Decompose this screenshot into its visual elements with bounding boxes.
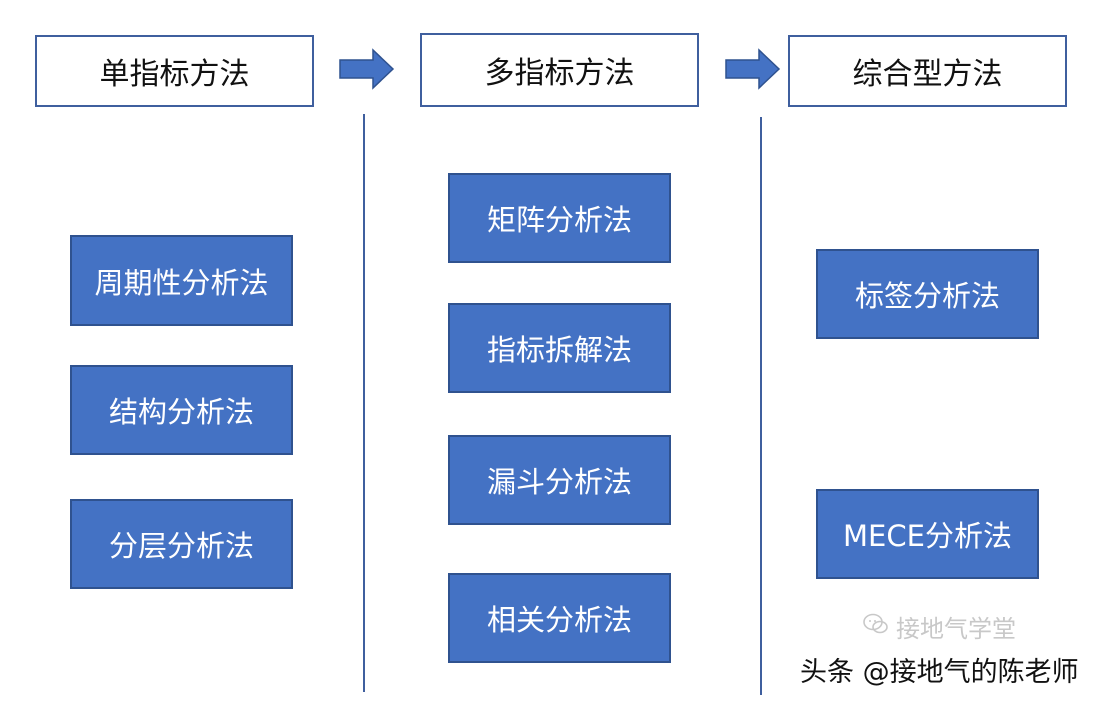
method-box-mece: MECE分析法: [816, 489, 1039, 579]
method-box-funnel: 漏斗分析法: [448, 435, 671, 525]
right-arrow-icon: [339, 48, 395, 90]
method-box-index-decomposition: 指标拆解法: [448, 303, 671, 393]
method-box-layered: 分层分析法: [70, 499, 293, 589]
method-box-periodic: 周期性分析法: [70, 235, 293, 326]
wechat-icon: [863, 613, 888, 634]
watermark-secondary: 接地气学堂: [896, 615, 1016, 643]
method-box-correlation: 相关分析法: [448, 573, 671, 663]
column-divider: [760, 117, 762, 695]
method-label: 相关分析法: [486, 603, 632, 637]
method-label: 结构分析法: [108, 395, 254, 429]
method-box-structure: 结构分析法: [70, 365, 293, 455]
header-single-index-label: 单指标方法: [99, 57, 250, 92]
header-comprehensive: 综合型方法: [788, 35, 1067, 107]
method-box-matrix: 矩阵分析法: [448, 173, 671, 263]
method-label: MECE分析法: [843, 519, 1012, 553]
method-box-tag: 标签分析法: [816, 249, 1039, 339]
method-label: 分层分析法: [108, 529, 254, 563]
method-label: 标签分析法: [854, 279, 1000, 313]
method-label: 指标拆解法: [486, 333, 632, 367]
method-label: 矩阵分析法: [486, 203, 632, 237]
header-single-index: 单指标方法: [35, 35, 314, 107]
header-multi-index: 多指标方法: [420, 33, 699, 107]
method-label: 周期性分析法: [94, 265, 269, 300]
column-divider: [363, 114, 365, 692]
header-comprehensive-label: 综合型方法: [852, 57, 1003, 92]
method-label: 漏斗分析法: [486, 465, 632, 499]
header-multi-index-label: 多指标方法: [484, 56, 635, 91]
watermark-primary: 头条 @接地气的陈老师: [800, 657, 1079, 688]
right-arrow-icon: [725, 48, 781, 90]
